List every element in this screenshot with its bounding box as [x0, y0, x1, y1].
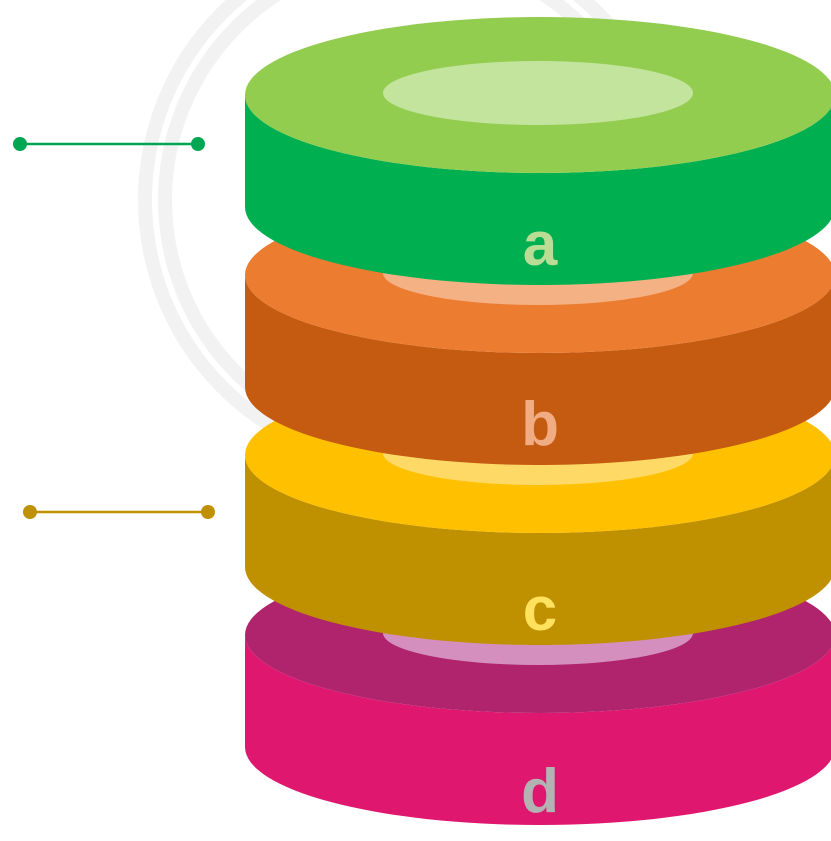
connector-dot-end: [201, 505, 215, 519]
connector-dot-start: [23, 505, 37, 519]
connector-dot-start: [13, 137, 27, 151]
connector-2: [23, 505, 215, 519]
connector-lines: [13, 137, 215, 519]
connector-1: [13, 137, 205, 151]
layer-letter-d: d: [521, 757, 559, 826]
disc-side: [245, 455, 831, 645]
disc-side: [245, 95, 831, 285]
layer-letter-b: b: [521, 390, 559, 459]
disc-side: [245, 635, 831, 825]
disc-layer-a: a: [245, 17, 831, 285]
disc-layers: d c b a: [245, 17, 831, 826]
layer-letter-a: a: [523, 210, 558, 279]
layer-letter-c: c: [523, 575, 557, 644]
connector-dot-end: [191, 137, 205, 151]
disc-side: [245, 275, 831, 465]
disc-inner-highlight: [383, 61, 693, 125]
